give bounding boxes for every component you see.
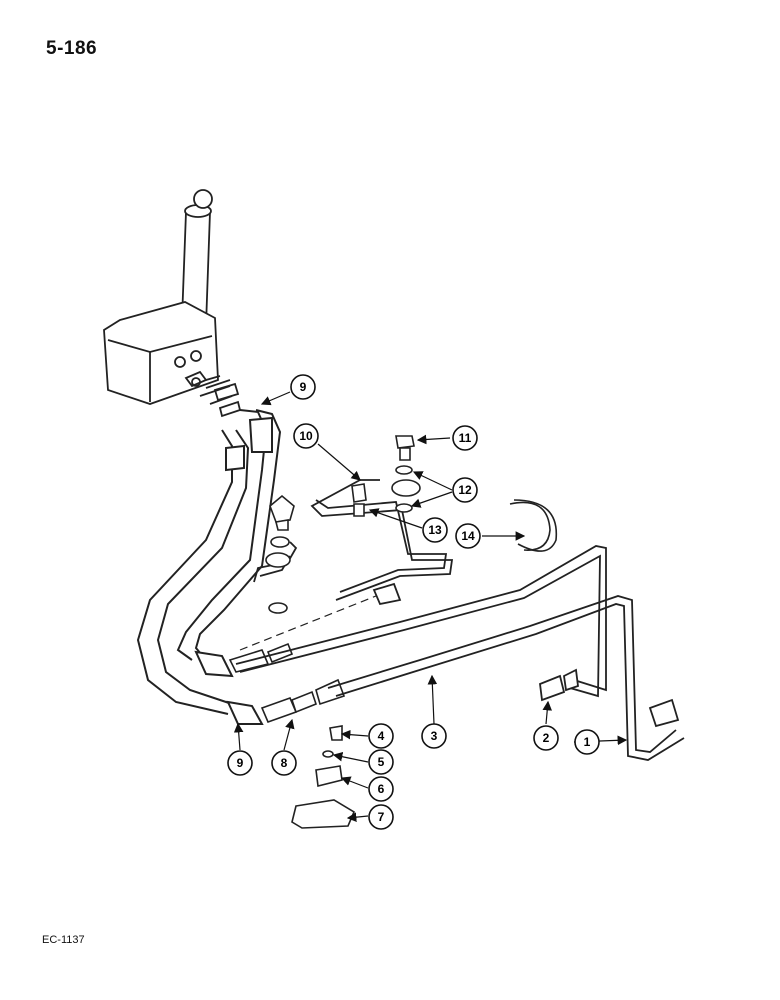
- figure-code: EC-1137: [42, 934, 85, 946]
- callout-3: 3: [421, 723, 447, 749]
- center-line: [239, 595, 377, 651]
- callout-label: 8: [281, 756, 288, 770]
- callout-label: 10: [299, 429, 313, 443]
- callout-label: 1: [584, 735, 591, 749]
- callout-label: 14: [461, 529, 475, 543]
- callout-13: 13: [422, 517, 448, 543]
- callout-label: 6: [378, 782, 385, 796]
- callout-label: 11: [459, 431, 472, 445]
- callout-5: 5: [368, 749, 394, 775]
- steering-valve: [103, 189, 242, 418]
- callout-label: 4: [378, 729, 385, 743]
- hoses: [136, 409, 282, 725]
- callout-1: 1: [574, 729, 600, 755]
- page-number: 5-186: [46, 38, 98, 59]
- callout-7: 7: [368, 804, 394, 830]
- callout-2: 2: [533, 725, 559, 751]
- callout-label: 9: [237, 756, 244, 770]
- callout-label: 9: [300, 380, 307, 394]
- callout-label: 2: [543, 731, 550, 745]
- callout-4: 4: [368, 723, 394, 749]
- callout-12: 12: [452, 477, 478, 503]
- callout-label: 5: [378, 755, 385, 769]
- callout-label: 3: [431, 729, 438, 743]
- callout-9-bottom: 9: [227, 750, 253, 776]
- callout-label: 7: [378, 810, 385, 824]
- tubes: [235, 479, 685, 761]
- callout-label: 13: [428, 523, 442, 537]
- callout-label: 12: [458, 483, 472, 497]
- leader-lines: [233, 391, 628, 822]
- callout-9-top: 9: [290, 374, 316, 400]
- callout-10: 10: [293, 423, 319, 449]
- loose-parts: [265, 435, 558, 829]
- callout-11: 11: [452, 425, 478, 451]
- callout-6: 6: [368, 776, 394, 802]
- callout-8: 8: [271, 750, 297, 776]
- callout-14: 14: [455, 523, 481, 549]
